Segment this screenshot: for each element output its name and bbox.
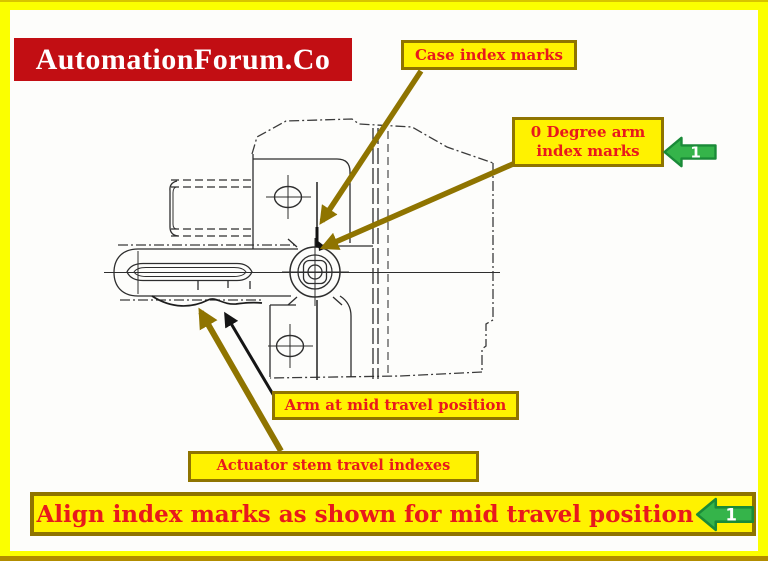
zero-degree-arrow — [319, 161, 515, 250]
callout-zero-degree-line1: 0 Degree arm — [530, 123, 646, 142]
instruction-banner-label: Align index marks as shown for mid trave… — [36, 500, 694, 528]
callout-actuator-stem-label: Actuator stem travel indexes — [216, 457, 451, 475]
index-marks — [315, 182, 327, 380]
callout-zero-degree-arm-index-marks: 0 Degree arm index marks — [512, 117, 664, 167]
callout-zero-degree-line2: index marks — [536, 142, 640, 160]
bolt-hole-bottom — [268, 324, 313, 368]
actuator-arm — [104, 248, 500, 297]
actuator-stem-arrow — [198, 307, 284, 453]
case-index-arrow — [319, 69, 424, 225]
callout-case-index-marks: Case index marks — [401, 40, 577, 70]
step-1-arrow-icon: 1 — [663, 136, 717, 168]
callout-actuator-stem-indexes: Actuator stem travel indexes — [188, 451, 479, 482]
arm-mid-arrow — [224, 311, 276, 397]
step-1-arrow-icon: 1 — [695, 497, 755, 532]
left-bracket — [169, 179, 253, 237]
frame-top-edge — [0, 0, 768, 2]
stem-travel-indexes — [151, 280, 263, 307]
actuator-case-drawing — [104, 118, 500, 380]
bolt-hole-top — [266, 175, 311, 219]
step-1-top-label: 1 — [690, 144, 701, 162]
step-1-bottom-label: 1 — [725, 506, 736, 525]
logo-text: AutomationForum.Co — [35, 42, 331, 76]
arm-pivot-hub — [282, 238, 349, 306]
callout-case-index-label: Case index marks — [414, 45, 563, 64]
callout-arm-mid-travel: Arm at mid travel position — [272, 391, 519, 420]
instruction-banner: Align index marks as shown for mid trave… — [30, 492, 756, 536]
callout-arm-mid-label: Arm at mid travel position — [284, 396, 507, 415]
frame-bottom-edge — [0, 556, 768, 561]
logo-banner: AutomationForum.Co — [14, 38, 352, 81]
